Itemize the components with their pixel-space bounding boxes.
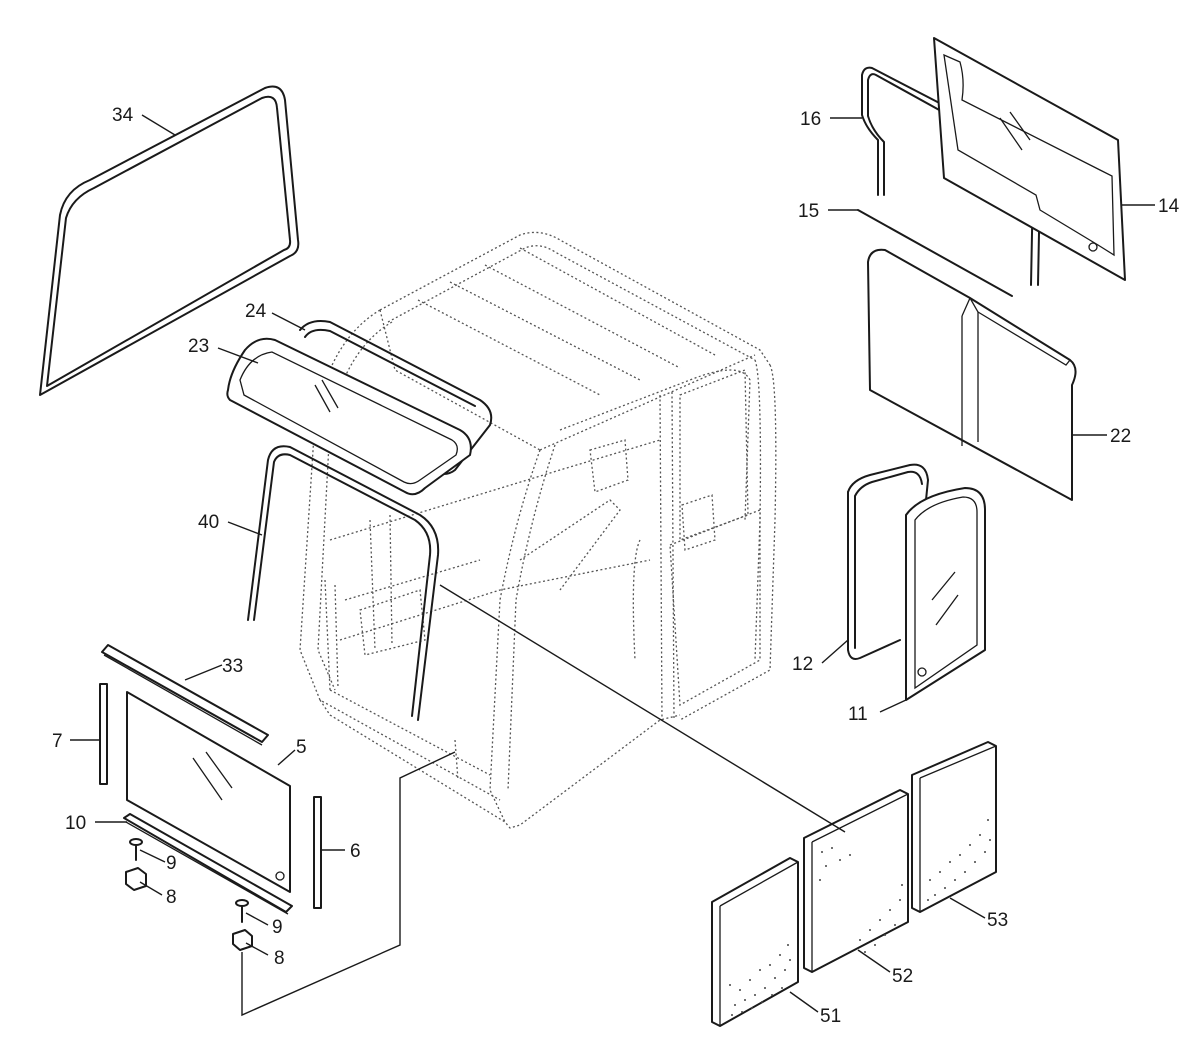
callout-34: 34 — [112, 105, 134, 126]
callout-16: 16 — [800, 109, 821, 130]
part-5-lower-front-glass — [126, 691, 291, 893]
callout-10: 10 — [65, 813, 86, 834]
part-22-rear-panel — [867, 248, 1077, 501]
callout-labels: 34 24 23 40 33 7 5 10 9 8 9 8 6 16 15 14… — [52, 105, 1180, 1027]
part-9-screw-b — [235, 899, 249, 923]
callout-8a: 8 — [166, 887, 177, 908]
callout-14: 14 — [1158, 196, 1180, 217]
leader-lines — [70, 114, 1155, 1013]
callout-12: 12 — [792, 654, 813, 675]
part-15-rear-strip — [857, 209, 1013, 297]
part-14-rear-glass — [933, 37, 1126, 281]
callout-51: 51 — [820, 1006, 841, 1027]
callout-52: 52 — [892, 966, 913, 987]
callout-40: 40 — [198, 512, 219, 533]
callout-8b: 8 — [274, 948, 285, 969]
part-34-upper-window-seal — [39, 85, 300, 396]
part-9-screw-a — [129, 838, 143, 861]
part-7-left-seal — [99, 683, 108, 785]
cab-frame — [299, 231, 777, 829]
part-12-side-window-seal — [847, 463, 929, 660]
callout-6: 6 — [350, 841, 361, 862]
part-53-panel — [911, 741, 997, 913]
part-6-right-seal — [313, 796, 322, 909]
callout-11: 11 — [848, 704, 868, 725]
callout-5: 5 — [296, 737, 307, 758]
callout-53: 53 — [987, 910, 1008, 931]
part-8-block-b — [232, 929, 253, 951]
callout-7: 7 — [52, 731, 63, 752]
part-40-front-side-seal — [247, 445, 440, 721]
callout-22: 22 — [1110, 426, 1131, 447]
assembly-bracket-line — [241, 751, 456, 1017]
part-10-lower-rail — [123, 813, 293, 915]
callout-9b: 9 — [272, 917, 283, 938]
callout-9a: 9 — [166, 853, 177, 874]
part-33-upper-rail — [101, 644, 269, 746]
assembly-line-panels — [439, 584, 846, 833]
callout-15: 15 — [798, 201, 819, 222]
part-23-upper-front-glass — [226, 337, 472, 496]
callout-23: 23 — [188, 336, 209, 357]
part-11-side-window-glass — [905, 487, 986, 701]
callout-24: 24 — [245, 301, 267, 322]
callout-33: 33 — [222, 656, 243, 677]
part-51-panel — [711, 857, 799, 1027]
part-8-block-a — [125, 867, 147, 891]
part-52-panel — [803, 789, 909, 973]
